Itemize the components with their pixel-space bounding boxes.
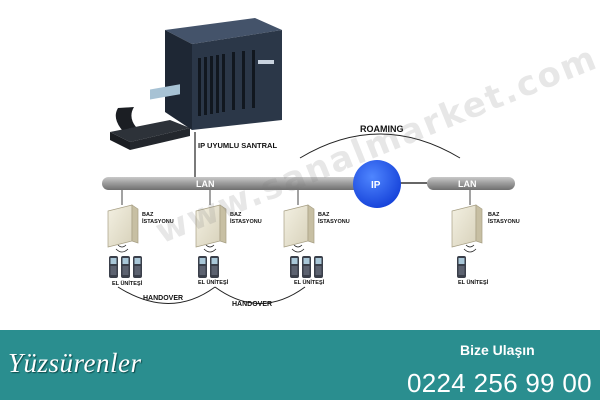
base-station <box>107 204 139 248</box>
desk-phone-icon <box>110 84 190 150</box>
handset-group <box>109 256 142 278</box>
handover-label: HANDOVER <box>143 295 183 302</box>
base-station-label: BAZ <box>488 212 500 218</box>
base-station-label: İSTASYONU <box>318 218 350 225</box>
base-station-label: İSTASYONU <box>488 218 520 225</box>
ip-label: IP <box>371 180 381 191</box>
network-diagram: IP UYUMLU SANTRAL ROAMING LAN LAN IP BAZ… <box>102 18 520 308</box>
ip-network-circle <box>353 160 401 208</box>
phone-number[interactable]: 0224 256 99 00 <box>407 368 592 398</box>
handset-label: EL ÜNİTEŞİ <box>294 279 325 286</box>
handset-label: EL ÜNİTEŞİ <box>198 279 229 286</box>
handset-group <box>198 256 219 278</box>
lan-bar-left <box>102 177 372 190</box>
base-station-label: İSTASYONU <box>230 218 262 225</box>
contact-label: Bize Ulaşın <box>460 342 535 358</box>
base-station <box>283 204 315 248</box>
handover-label: HANDOVER <box>232 301 272 308</box>
base-station <box>451 204 483 248</box>
base-station-label: BAZ <box>230 212 242 218</box>
lan-bar-right <box>427 177 515 190</box>
handset-label: EL ÜNİTEŞİ <box>112 280 143 287</box>
base-station-label: BAZ <box>318 212 330 218</box>
base-station-label: BAZ <box>142 212 154 218</box>
footer-bar: Yüzsürenler Bize Ulaşın 0224 256 99 00 <box>0 330 600 400</box>
base-station-label: İSTASYONU <box>142 218 174 225</box>
brand-logo: Yüzsürenler <box>8 348 142 378</box>
pbx-cabinet <box>165 18 282 130</box>
handset-group <box>290 256 323 278</box>
handset-label: EL ÜNİTEŞİ <box>458 279 489 286</box>
radio-waves-icon <box>115 244 477 253</box>
roaming-label: ROAMING <box>360 124 404 134</box>
lan-right-label: LAN <box>458 179 477 189</box>
handset-group <box>457 256 466 278</box>
lan-left-label: LAN <box>196 179 215 189</box>
pbx-label: IP UYUMLU SANTRAL <box>198 141 277 150</box>
